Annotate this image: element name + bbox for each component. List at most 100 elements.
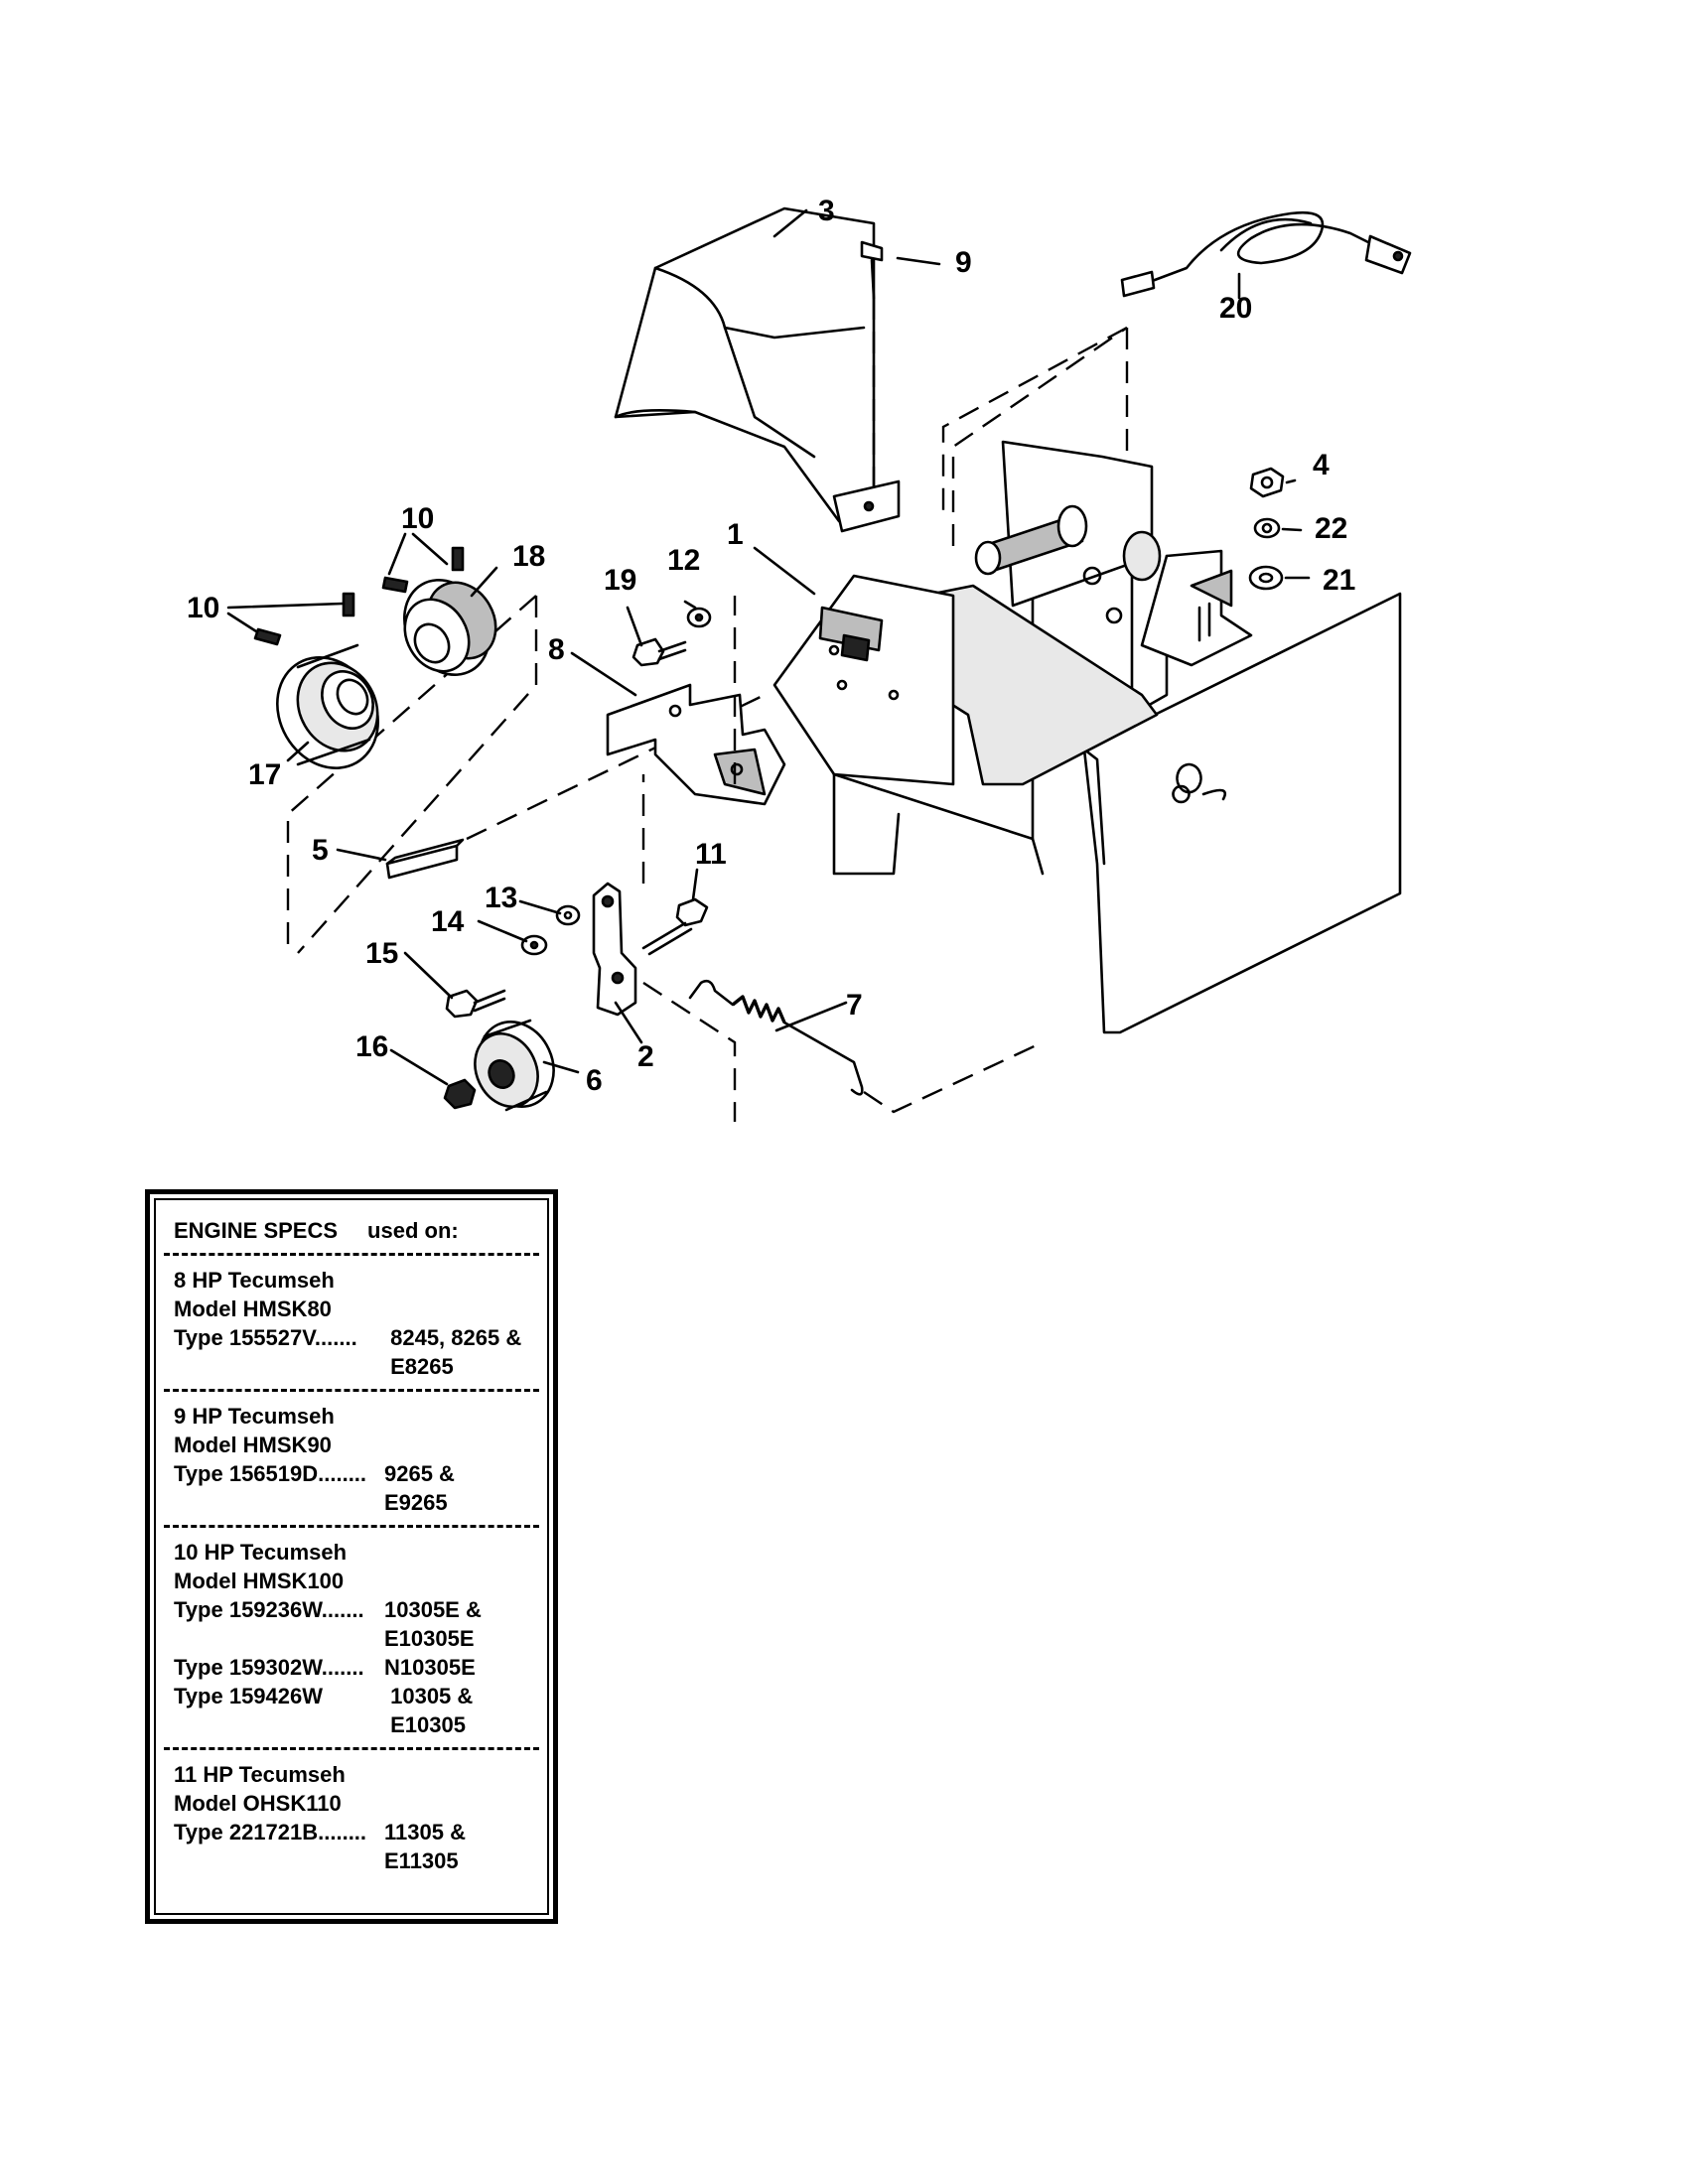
spec-engine-model: Model OHSK110 — [174, 1791, 342, 1816]
callout-8: 8 — [548, 633, 565, 666]
spec-group-8hp: 8 HP Tecumseh Model HMSK80 Type 155527V.… — [174, 1266, 533, 1381]
spec-used-on: E8265 — [384, 1354, 454, 1379]
callout-20: 20 — [1219, 292, 1252, 325]
part-21-flat-washer — [1248, 565, 1284, 591]
part-18-auger-pulley — [402, 579, 497, 676]
part-4-hex-nut — [1249, 467, 1285, 498]
spec-row: Type 159302W....... N10305E — [174, 1653, 533, 1682]
spec-engine-name: 11 HP Tecumseh — [174, 1762, 346, 1787]
part-13-spacer — [555, 904, 581, 926]
spec-type — [174, 1352, 384, 1381]
callout-19: 19 — [604, 564, 636, 597]
part-17-engine-pulley — [276, 643, 379, 769]
part-8-bracket — [606, 596, 786, 806]
callout-7: 7 — [846, 989, 863, 1022]
specs-divider — [164, 1253, 539, 1256]
spec-group-10hp: 10 HP Tecumseh Model HMSK100 Type 159236… — [174, 1538, 533, 1739]
spec-used-on: 10305 & — [384, 1684, 474, 1708]
callout-18: 18 — [512, 540, 545, 573]
spec-engine-name: 10 HP Tecumseh — [174, 1540, 348, 1565]
callout-21: 21 — [1323, 564, 1355, 597]
spec-used-on: 10305E & — [384, 1597, 482, 1622]
part-12-washer — [686, 607, 712, 628]
callout-4: 4 — [1313, 449, 1330, 481]
specs-header: ENGINE SPECS used on: — [174, 1216, 533, 1245]
part-11-shoulder-bolt — [641, 897, 709, 956]
spec-used-on: E10305 — [384, 1712, 466, 1737]
spec-row: E8265 — [174, 1352, 533, 1381]
spec-type: Type 159302W....... — [174, 1655, 364, 1680]
spec-used-on: E9265 — [384, 1490, 448, 1515]
exploded-parts-diagram: 3 9 20 4 22 21 1 12 19 8 18 10 10 17 5 1… — [187, 195, 1412, 1122]
part-10-set-screws — [253, 546, 465, 646]
part-15-bolt — [445, 989, 506, 1019]
part-14-washer — [520, 934, 548, 956]
part-7-spring-rod — [688, 979, 1044, 1114]
spec-group-11hp: 11 HP Tecumseh Model OHSK110 Type 221721… — [174, 1760, 533, 1875]
spec-row: Type 159426W 10305 & — [174, 1682, 533, 1710]
spec-engine-model: Model HMSK100 — [174, 1569, 345, 1593]
spec-type: Type 156519D........ — [174, 1461, 367, 1486]
part-6-idler-pulley — [474, 1019, 555, 1112]
spec-row: Type 159236W....... 10305E & — [174, 1595, 533, 1624]
callout-9: 9 — [955, 246, 972, 279]
callout-labels: 3 9 20 4 22 21 1 12 19 8 18 10 10 17 5 1… — [187, 195, 1355, 1097]
spec-row: Type 155527V....... 8245, 8265 & — [174, 1323, 533, 1352]
spec-used-on: E10305E — [384, 1626, 475, 1651]
callout-1: 1 — [727, 518, 744, 551]
part-3-belt-cover — [614, 206, 1128, 546]
spec-type: Type 159426W — [174, 1684, 324, 1708]
spec-row: E10305E — [174, 1624, 533, 1653]
specs-divider — [164, 1747, 539, 1750]
spec-row: E10305 — [174, 1710, 533, 1739]
spec-row: Type 221721B........ 11305 & — [174, 1818, 533, 1846]
callout-14: 14 — [431, 905, 465, 938]
specs-header-title: ENGINE SPECS — [174, 1218, 339, 1243]
spec-row: Type 156519D........ 9265 & — [174, 1459, 533, 1488]
engine-specs-inner: ENGINE SPECS used on: 8 HP Tecumseh Mode… — [154, 1198, 549, 1915]
callout-22: 22 — [1315, 512, 1347, 545]
callout-11: 11 — [695, 838, 727, 871]
spec-engine-model: Model HMSK80 — [174, 1297, 332, 1321]
specs-divider — [164, 1525, 539, 1528]
callout-3: 3 — [818, 195, 835, 227]
callout-10-left: 10 — [187, 592, 219, 624]
callout-6: 6 — [586, 1064, 603, 1097]
callout-2: 2 — [637, 1040, 654, 1073]
part-20-extension-cord — [1120, 210, 1412, 298]
part-5-key — [385, 693, 766, 880]
spec-engine-name: 8 HP Tecumseh — [174, 1268, 335, 1293]
spec-type — [174, 1488, 384, 1517]
engine-specs-table: ENGINE SPECS used on: 8 HP Tecumseh Mode… — [145, 1189, 558, 1924]
spec-type — [174, 1710, 384, 1739]
callout-17: 17 — [248, 758, 281, 791]
spec-used-on: 9265 & — [384, 1461, 455, 1486]
spec-type: Type 159236W....... — [174, 1597, 364, 1622]
callout-15: 15 — [365, 937, 398, 970]
spec-row: E11305 — [174, 1846, 533, 1875]
specs-divider — [164, 1389, 539, 1392]
spec-type: Type 155527V....... — [174, 1325, 357, 1350]
callout-12: 12 — [667, 544, 700, 577]
spec-row: E9265 — [174, 1488, 533, 1517]
spec-group-9hp: 9 HP Tecumseh Model HMSK90 Type 156519D.… — [174, 1402, 533, 1517]
callout-16: 16 — [355, 1030, 388, 1063]
part-2-idler-arm — [592, 774, 737, 1122]
part-22-lock-washer — [1253, 517, 1281, 539]
spec-type: Type 221721B........ — [174, 1820, 367, 1844]
specs-header-used-on: used on: — [367, 1218, 459, 1243]
part-1-cover-plate — [772, 574, 955, 786]
part-9-screw — [860, 240, 884, 496]
callout-13: 13 — [485, 882, 517, 914]
spec-engine-name: 9 HP Tecumseh — [174, 1404, 335, 1429]
callout-10-top: 10 — [401, 502, 434, 535]
spec-used-on: E11305 — [384, 1848, 459, 1873]
spec-type — [174, 1624, 384, 1653]
spec-used-on: 8245, 8265 & — [384, 1325, 522, 1350]
leader-lines — [226, 208, 1311, 1086]
spec-used-on: 11305 & — [384, 1820, 466, 1844]
spec-used-on: N10305E — [384, 1655, 476, 1680]
callout-5: 5 — [312, 834, 329, 867]
spec-engine-model: Model HMSK90 — [174, 1433, 332, 1457]
part-16-nut — [443, 1078, 477, 1110]
